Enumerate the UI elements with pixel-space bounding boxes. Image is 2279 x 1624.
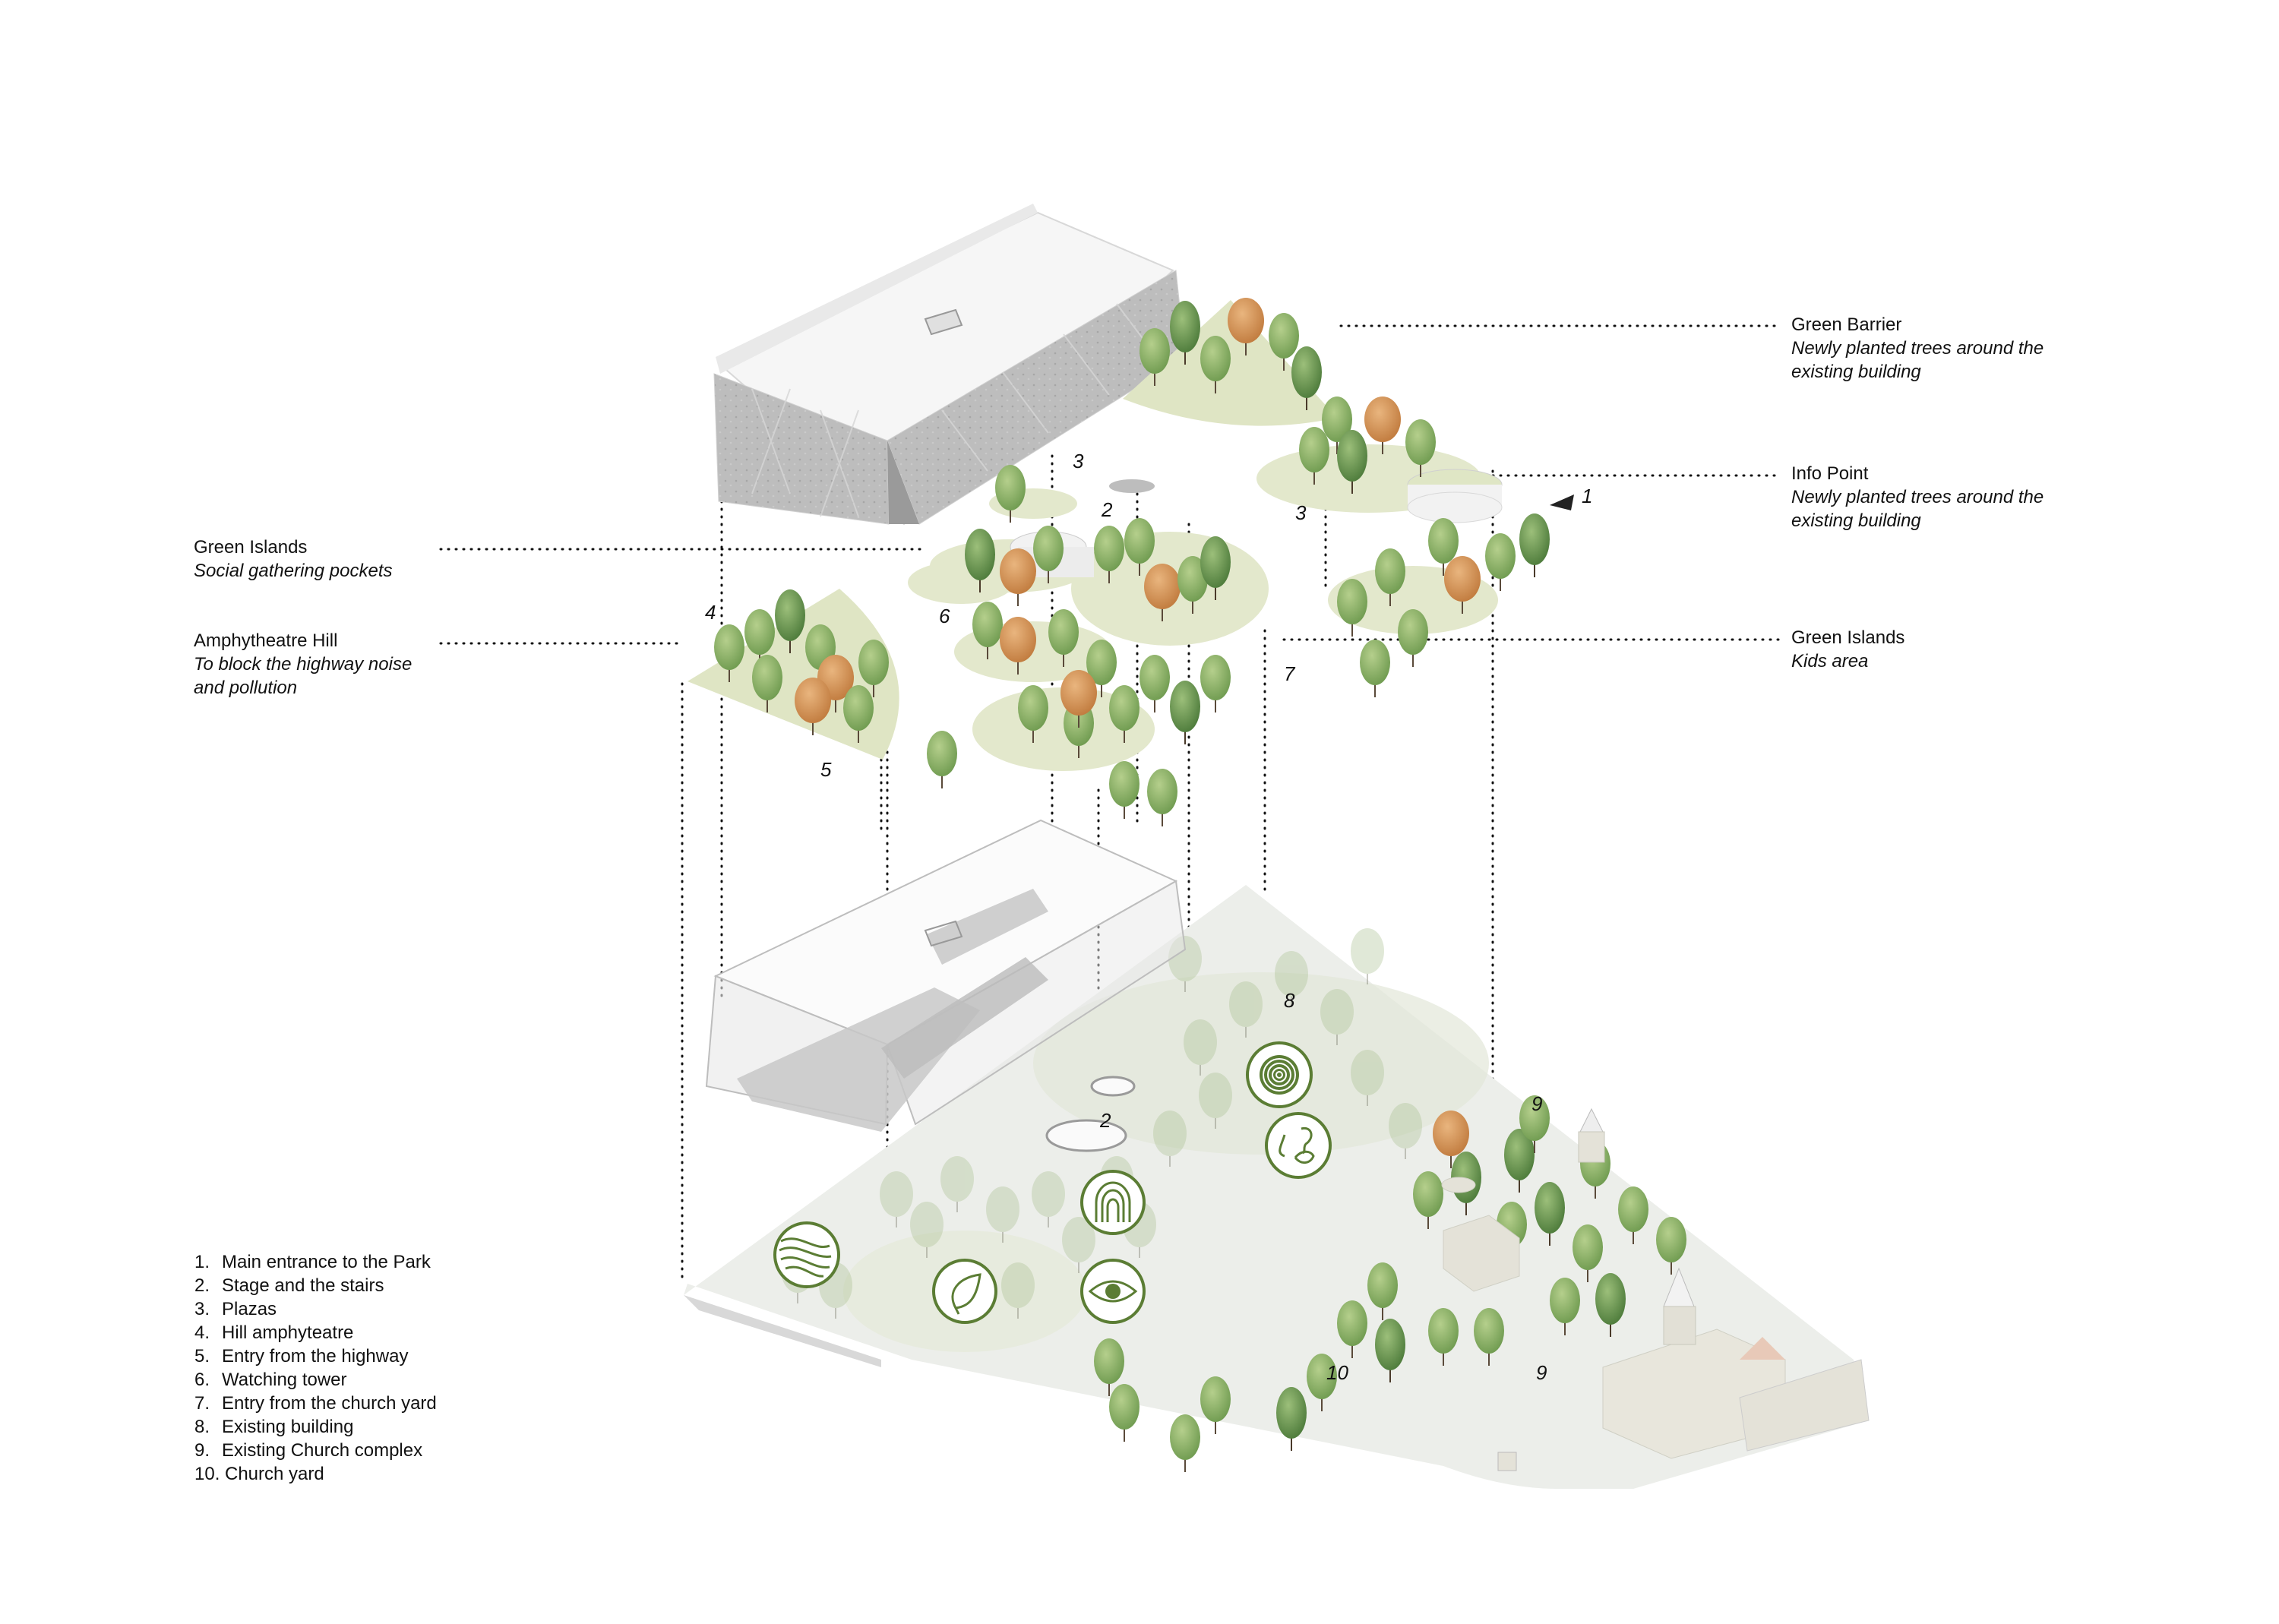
legend-item: 3. Plazas [194, 1297, 437, 1321]
marker-8: 8 [1284, 989, 1295, 1012]
legend-number: 5. [194, 1346, 210, 1366]
building-upper [713, 204, 1186, 526]
legend-label: Plazas [222, 1299, 277, 1319]
legend-number: 3. [194, 1299, 210, 1319]
marker-7: 7 [1284, 662, 1295, 685]
callout-desc: existing building [1791, 510, 1921, 531]
callout-title: Info Point [1791, 463, 1869, 484]
legend-label: Hill amphyteatre [222, 1322, 354, 1343]
legend-item: 8. Existing building [194, 1415, 437, 1439]
legend-number: 1. [194, 1252, 210, 1272]
legend-item: 4. Hill amphyteatre [194, 1321, 437, 1344]
legend-item: 7. Entry from the church yard [194, 1392, 437, 1415]
legend-number: 10. [194, 1464, 220, 1484]
legend-label: Existing building [222, 1417, 354, 1437]
callout-title: Green Islands [1791, 627, 1905, 648]
legend-item: 2. Stage and the stairs [194, 1274, 437, 1297]
legend-item: 1. Main entrance to the Park [194, 1250, 437, 1274]
senses-nose-ear-hand-icon [1265, 1112, 1332, 1179]
callout-green-islands-social: Green Islands Social gathering pockets [194, 536, 393, 583]
marker-6: 6 [939, 605, 950, 627]
callout-desc: existing building [1791, 362, 1921, 382]
callout-green-islands-kids: Green Islands Kids area [1791, 626, 1904, 673]
marker-9-upper: 9 [1531, 1092, 1543, 1115]
legend-item: 9. Existing Church complex [194, 1439, 437, 1462]
marker-10: 10 [1326, 1361, 1348, 1384]
marker-2-upper: 2 [1102, 498, 1113, 521]
building-lower [705, 819, 1187, 1132]
legend-label: Church yard [225, 1464, 324, 1484]
legend-number: 7. [194, 1393, 210, 1414]
legend-item: 10.Church yard [194, 1462, 437, 1486]
marker-9-lower: 9 [1536, 1361, 1547, 1384]
legend-label: Entry from the highway [222, 1346, 409, 1366]
callout-title: Green Barrier [1791, 314, 1902, 335]
marker-2-lower: 2 [1100, 1109, 1111, 1132]
terrain-waves-icon [773, 1221, 840, 1288]
callout-desc: Social gathering pockets [194, 561, 393, 581]
callout-title: Amphytheatre Hill [194, 630, 338, 651]
legend-number: 6. [194, 1370, 210, 1390]
legend-item: 6. Watching tower [194, 1368, 437, 1392]
legend-number: 9. [194, 1440, 210, 1461]
callout-title: Green Islands [194, 537, 308, 558]
callout-green-barrier: Green Barrier Newly planted trees around… [1791, 313, 2044, 384]
legend-item: 5. Entry from the highway [194, 1344, 437, 1368]
entrance-arrow-icon [1550, 494, 1574, 510]
marker-3-left: 3 [1073, 450, 1084, 472]
callout-desc: and pollution [194, 678, 298, 698]
arch-rainbow-icon [1080, 1170, 1146, 1235]
callout-info-point: Info Point Newly planted trees around th… [1791, 462, 2044, 532]
legend-list: 1. Main entrance to the Park 2. Stage and … [194, 1250, 437, 1486]
marker-1: 1 [1582, 485, 1593, 507]
church-complex [1441, 1107, 1870, 1471]
callout-desc: Newly planted trees around the [1791, 338, 2044, 359]
eye-icon [1080, 1259, 1146, 1324]
legend-label: Main entrance to the Park [222, 1252, 431, 1272]
callout-desc: Newly planted trees around the [1791, 487, 2044, 507]
callout-desc: To block the highway noise [194, 654, 412, 675]
legend-number: 8. [194, 1417, 210, 1437]
legend-label: Existing Church complex [222, 1440, 423, 1461]
legend-number: 2. [194, 1275, 210, 1296]
tree-rings-icon [1246, 1041, 1313, 1108]
marker-4: 4 [705, 601, 716, 624]
legend-label: Watching tower [222, 1370, 347, 1390]
marker-3-right: 3 [1295, 501, 1307, 524]
legend-label: Entry from the church yard [222, 1393, 437, 1414]
marker-5: 5 [820, 758, 832, 781]
leaf-icon [932, 1259, 997, 1324]
legend-number: 4. [194, 1322, 210, 1343]
callout-amphitheatre-hill: Amphytheatre Hill To block the highway n… [194, 629, 412, 700]
callout-desc: Kids area [1791, 651, 1869, 671]
legend-label: Stage and the stairs [222, 1275, 384, 1296]
